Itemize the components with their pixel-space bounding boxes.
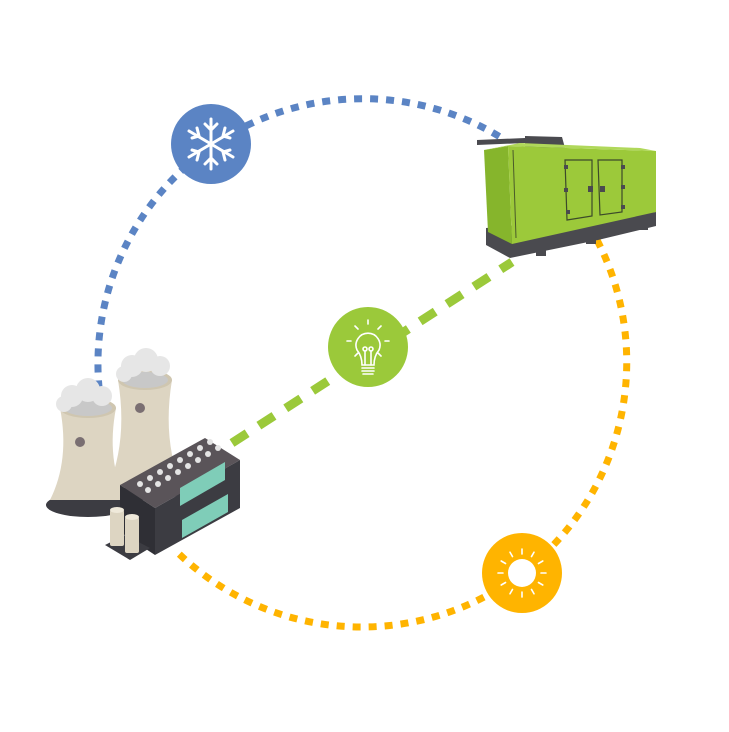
- lightbulb-icon: [346, 319, 390, 375]
- cooling-badge: [171, 104, 251, 184]
- sun-ray: [500, 581, 507, 586]
- sun-ray: [530, 588, 535, 595]
- sun-ray: [537, 560, 544, 565]
- sun-ray: [530, 551, 535, 558]
- sun-ray: [500, 560, 507, 565]
- smoke-cloud-back: [116, 348, 170, 382]
- heating-badge: [482, 533, 562, 613]
- generator-illustration: [477, 136, 656, 258]
- storage-tanks: [105, 507, 150, 560]
- sun-ray: [509, 551, 514, 558]
- sun-ray: [509, 588, 514, 595]
- cooling-tower-front: [46, 398, 130, 517]
- sun-icon: [497, 548, 547, 598]
- snowflake-icon: [187, 117, 235, 171]
- lighting-badge: [328, 307, 408, 387]
- sun-ray: [537, 581, 544, 586]
- power-plant-illustration: [46, 348, 240, 560]
- smoke-cloud-front: [56, 378, 112, 412]
